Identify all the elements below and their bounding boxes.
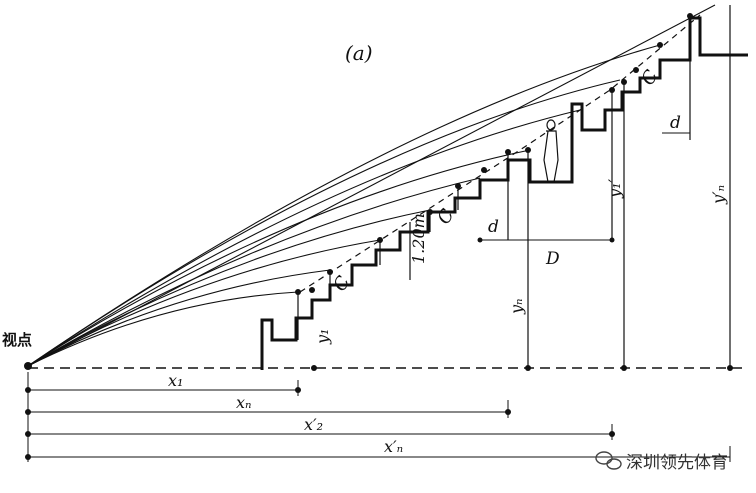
spectator-figure-icon [543,119,559,183]
label-x2p: x′₂ [304,415,323,434]
label-d-mid: d [488,217,499,237]
viewpoint-label: 视点 [2,331,32,349]
dim-D-end [609,237,615,243]
sight-line [27,239,381,367]
label-x1: x₁ [168,371,183,390]
label-y1p: y₁′ [605,179,624,199]
sight-line [27,149,531,367]
label-xnp: x′ₙ [384,437,403,456]
sight-line [27,44,661,367]
label-ynp: y′ₙ [709,185,728,205]
wechat-icon [595,451,622,470]
x-dimension-dots [25,387,615,460]
x-dimensions [27,372,731,462]
tier-steps [260,16,748,370]
figure-label: (a) [345,41,373,65]
label-xn: xₙ [236,393,252,412]
label-height: 1.20m [409,213,428,264]
watermark: 深圳领先体育 [595,451,728,473]
label-D: D [545,249,560,269]
label-d-top: d [670,113,681,133]
label-y1: y₁ [313,329,332,345]
sight-line [27,109,581,367]
dim-d-mid-start [477,237,483,243]
sight-lines [27,4,716,367]
sight-line [27,4,716,367]
label-yn: yₙ [507,298,526,315]
sight-line [27,209,431,367]
watermark-text: 深圳领先体育 [626,453,728,473]
eye-points [295,13,733,371]
sight-line [27,177,481,367]
sight-line [27,269,331,367]
sight-line [27,291,299,367]
